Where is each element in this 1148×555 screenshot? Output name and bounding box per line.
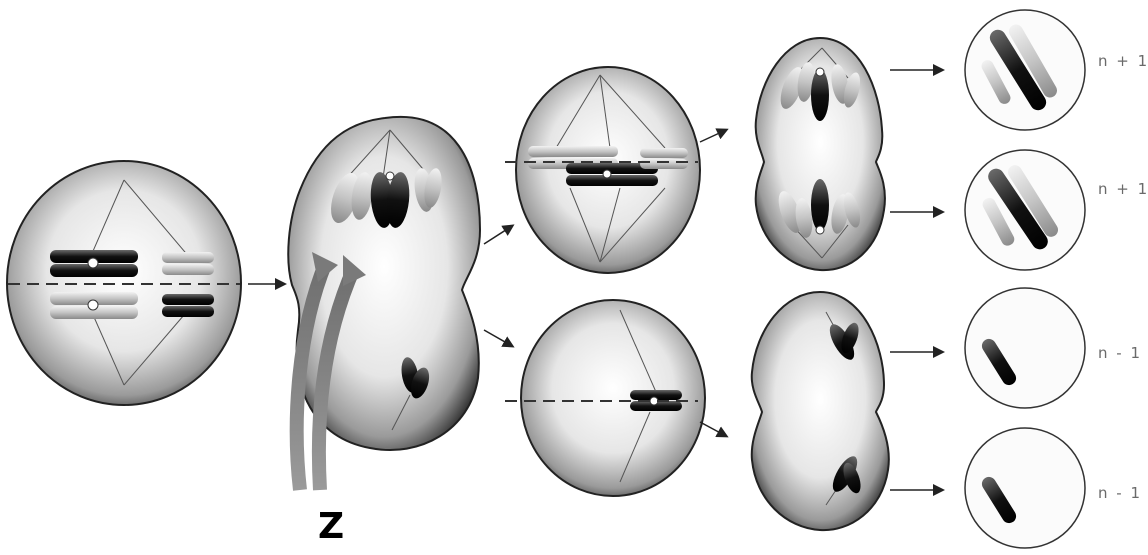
arrow-to-lower-metaphase xyxy=(484,330,512,346)
z-label: Z xyxy=(318,506,344,547)
gamete-2 xyxy=(965,150,1085,270)
outcome-label-2: n + 1 xyxy=(1098,180,1148,198)
anaphase-two-upper-cell xyxy=(756,38,885,270)
metaphase-two-upper-cell xyxy=(516,67,700,273)
metaphase-two-lower-cell xyxy=(521,300,705,496)
arrow-to-upper-anaphase-two xyxy=(700,130,726,142)
outcome-label-1: n + 1 xyxy=(1098,52,1148,70)
anaphase-two-lower-cell xyxy=(752,292,889,530)
arrow-to-lower-anaphase-two xyxy=(700,422,726,436)
outcome-label-4: n - 1 xyxy=(1098,484,1142,502)
gamete-3 xyxy=(965,288,1085,408)
outcome-label-3: n - 1 xyxy=(1098,344,1142,362)
gamete-1 xyxy=(965,10,1085,130)
gamete-4 xyxy=(965,428,1085,548)
arrow-to-upper-metaphase xyxy=(484,226,512,244)
